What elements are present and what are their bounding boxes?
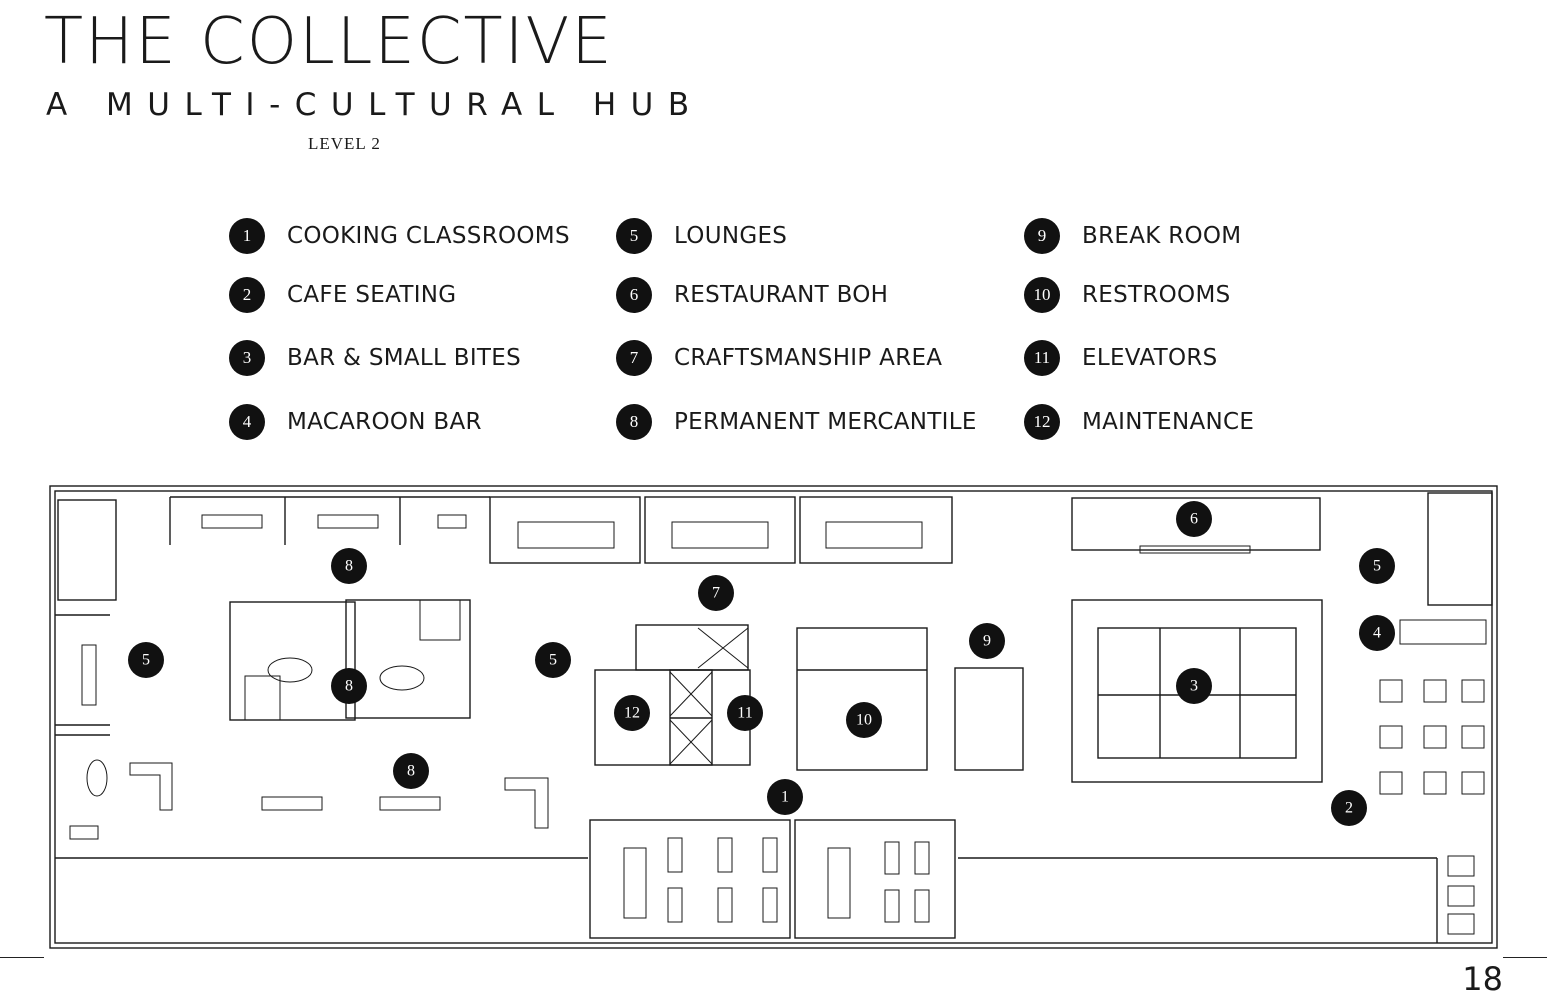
page-rule-right: [1503, 957, 1547, 958]
svg-text:3: 3: [1190, 678, 1198, 695]
legend-label: LOUNGES: [674, 223, 788, 249]
legend-label: MAINTENANCE: [1082, 409, 1255, 435]
plan-marker-8: 8: [331, 668, 367, 704]
legend-badge: 8: [616, 404, 652, 440]
svg-text:11: 11: [737, 705, 752, 722]
svg-text:8: 8: [345, 558, 353, 575]
legend-item-bar-small-bites: 3 BAR & SMALL BITES: [229, 338, 521, 378]
legend-badge: 10: [1024, 277, 1060, 313]
svg-text:8: 8: [407, 763, 415, 780]
legend-label: COOKING CLASSROOMS: [287, 223, 570, 249]
page-subtitle: A MULTI-CULTURAL HUB: [46, 87, 704, 123]
legend-badge: 9: [1024, 218, 1060, 254]
legend-badge: 2: [229, 277, 265, 313]
legend-item-maintenance: 12 MAINTENANCE: [1024, 402, 1254, 442]
svg-text:6: 6: [1190, 511, 1198, 528]
plan-marker-5: 5: [535, 642, 571, 678]
svg-text:4: 4: [1373, 625, 1381, 642]
page-rule-left: [0, 957, 44, 958]
legend-item-macaroon-bar: 4 MACAROON BAR: [229, 402, 482, 442]
legend-item-restaurant-boh: 6 RESTAURANT BOH: [616, 275, 888, 315]
legend-badge: 1: [229, 218, 265, 254]
legend-label: PERMANENT MERCANTILE: [674, 409, 977, 435]
plan-marker-12: 12: [614, 695, 650, 731]
svg-text:12: 12: [624, 705, 640, 722]
plan-marker-8: 8: [331, 548, 367, 584]
plan-marker-7: 7: [698, 575, 734, 611]
legend-item-permanent-mercantile: 8 PERMANENT MERCANTILE: [616, 402, 977, 442]
plan-marker-3: 3: [1176, 668, 1212, 704]
legend-item-break-room: 9 BREAK ROOM: [1024, 216, 1241, 256]
legend-label: ELEVATORS: [1082, 345, 1218, 371]
legend-label: RESTAURANT BOH: [674, 282, 889, 308]
svg-text:10: 10: [856, 712, 872, 729]
legend-item-craftsmanship-area: 7 CRAFTSMANSHIP AREA: [616, 338, 942, 378]
plan-marker-2: 2: [1331, 790, 1367, 826]
plan-marker-4: 4: [1359, 615, 1395, 651]
plan-marker-5: 5: [1359, 548, 1395, 584]
plan-marker-10: 10: [846, 702, 882, 738]
svg-text:9: 9: [983, 633, 991, 650]
plan-furniture: [69, 514, 1487, 935]
legend-item-cafe-seating: 2 CAFE SEATING: [229, 275, 456, 315]
legend-badge: 4: [229, 404, 265, 440]
legend-item-lounges: 5 LOUNGES: [616, 216, 787, 256]
legend-badge: 7: [616, 340, 652, 376]
legend-badge: 6: [616, 277, 652, 313]
legend-badge: 5: [616, 218, 652, 254]
legend-item-cooking-classrooms: 1 COOKING CLASSROOMS: [229, 216, 570, 256]
plan-walls: [49, 485, 1498, 949]
legend-badge: 3: [229, 340, 265, 376]
legend-label: CRAFTSMANSHIP AREA: [674, 345, 943, 371]
svg-text:5: 5: [549, 652, 557, 669]
legend-label: BAR & SMALL BITES: [287, 345, 522, 371]
svg-text:7: 7: [712, 585, 720, 602]
legend-item-restrooms: 10 RESTROOMS: [1024, 275, 1231, 315]
legend-badge: 12: [1024, 404, 1060, 440]
svg-text:8: 8: [345, 678, 353, 695]
page-number: 18: [1462, 960, 1503, 998]
legend-label: BREAK ROOM: [1082, 223, 1242, 249]
plan-marker-6: 6: [1176, 501, 1212, 537]
legend-label: RESTROOMS: [1082, 282, 1231, 308]
level-label: LEVEL 2: [308, 134, 381, 153]
legend-item-elevators: 11 ELEVATORS: [1024, 338, 1218, 378]
svg-text:2: 2: [1345, 800, 1353, 817]
page-title: THE COLLECTIVE: [44, 5, 614, 79]
plan-marker-5: 5: [128, 642, 164, 678]
legend-badge: 11: [1024, 340, 1060, 376]
plan-marker-11: 11: [727, 695, 763, 731]
svg-text:1: 1: [781, 789, 789, 806]
plan-marker-8: 8: [393, 753, 429, 789]
legend-label: MACAROON BAR: [287, 409, 482, 435]
plan-marker-1: 1: [767, 779, 803, 815]
svg-text:5: 5: [142, 652, 150, 669]
svg-text:5: 5: [1373, 558, 1381, 575]
plan-marker-9: 9: [969, 623, 1005, 659]
legend-label: CAFE SEATING: [287, 282, 457, 308]
